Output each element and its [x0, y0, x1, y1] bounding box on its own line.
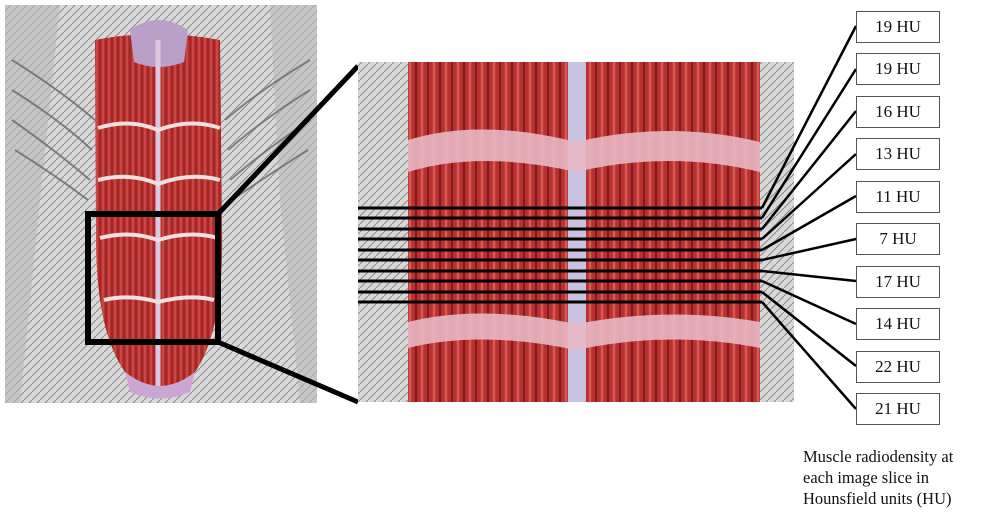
hu-label-9: 22 HU — [856, 351, 940, 383]
zoomed-muscle-panel — [358, 62, 794, 402]
hu-label-2: 19 HU — [856, 53, 940, 85]
hu-label-5: 11 HU — [856, 181, 940, 213]
hu-label-7: 17 HU — [856, 266, 940, 298]
hu-label-6: 7 HU — [856, 223, 940, 255]
hu-label-4: 13 HU — [856, 138, 940, 170]
caption: Muscle radiodensity at each image slice … — [803, 446, 981, 509]
hu-label-3: 16 HU — [856, 96, 940, 128]
hu-label-8: 14 HU — [856, 308, 940, 340]
hu-label-10: 21 HU — [856, 393, 940, 425]
hu-label-1: 19 HU — [856, 11, 940, 43]
